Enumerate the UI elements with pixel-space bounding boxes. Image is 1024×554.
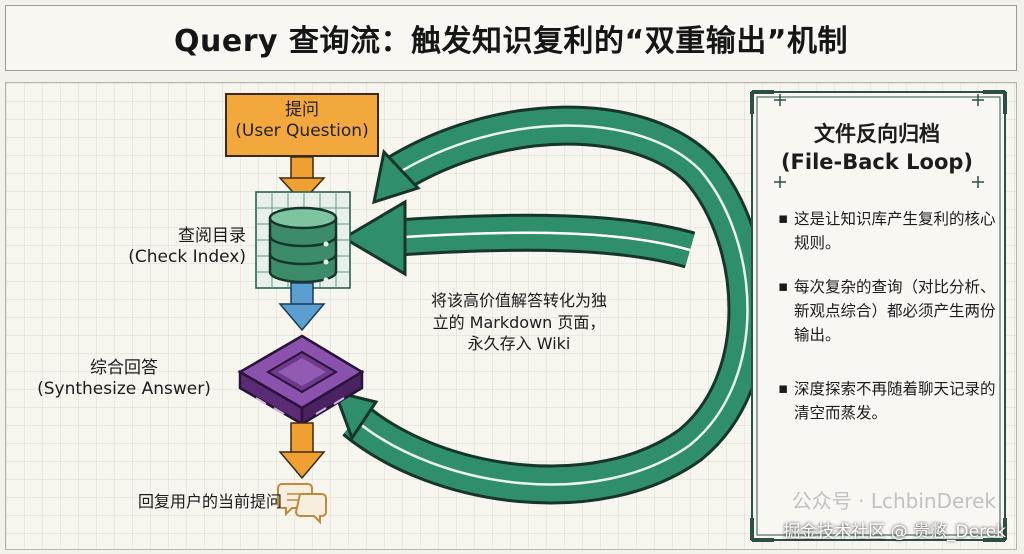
watermark: 公众号 · LchbinDerek [791,489,996,513]
arrow-synthesize-to-reply [278,422,326,480]
side-point: 深度探索不再随着聊天记录的清空而蒸发。 [778,377,996,425]
arrow-index-to-synthesize [278,282,326,332]
side-point: 每次复杂的查询（对比分析、新观点综合）都必须产生两份输出。 [778,275,996,347]
check-label-zh: 查阅目录 [178,226,246,246]
loop-note-line-1: 将该高价值解答转化为独 [430,291,607,310]
loop-note: 将该高价值解答转化为独 立的 Markdown 页面， 永久存入 Wiki [404,290,634,355]
page-title: Query 查询流：触发知识复利的“双重输出”机制 [174,24,848,59]
credit-label: 掘金技术社区 @ 贵憋_Derek [783,522,1006,542]
title-bar: Query 查询流：触发知识复利的“双重输出”机制 [5,5,1017,71]
loop-note-line-3: 永久存入 Wiki [467,334,571,354]
side-panel-points: 这是让知识库产生复利的核心规则。 每次复杂的查询（对比分析、新观点综合）都必须产… [778,207,996,445]
side-point: 这是让知识库产生复利的核心规则。 [778,207,996,255]
step-reply-label: 回复用户的当前提问 [137,492,282,511]
synthesize-label-en: (Synthesize Answer) [37,379,211,400]
check-label-en: (Check Index) [128,247,246,268]
processor-chip-icon [237,334,365,427]
ask-box [225,93,379,157]
ask-label-en: (User Question) [235,121,369,142]
step-check-label: 查阅目录 (Check Index) [100,226,246,269]
loop-note-line-2: 立的 Markdown 页面， [432,312,606,332]
chat-bubble-icon [277,483,327,525]
side-title-en: (File-Back Loop) [780,150,974,175]
database-icon [268,206,338,284]
index-feedback-arrow [341,199,696,277]
ask-label-zh: 提问 [285,100,319,120]
file-back-loop-arrow [332,105,768,505]
side-panel-title: 文件反向归档 (File-Back Loop) [764,120,990,177]
side-title-zh: 文件反向归档 [814,122,940,146]
step-ask-label: 提问 (User Question) [226,100,378,143]
step-synthesize-label: 综合回答 (Synthesize Answer) [20,358,228,401]
synthesize-label-zh: 综合回答 [90,358,158,378]
arrow-ask-to-index [278,156,326,204]
